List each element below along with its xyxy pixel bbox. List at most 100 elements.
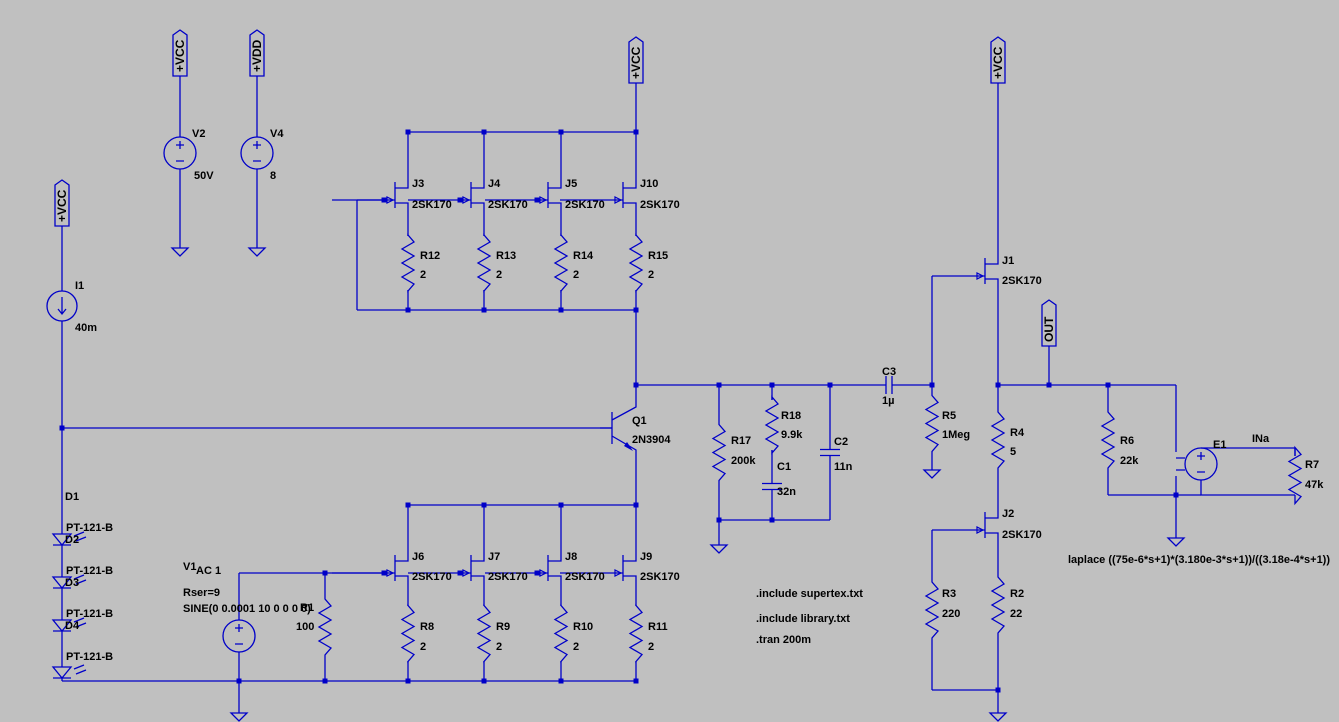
ground-symbol — [1166, 530, 1186, 547]
resistor-r4 — [990, 400, 1006, 480]
jfet-j3 — [332, 179, 409, 213]
jfet-j6 — [332, 552, 409, 585]
component-value: PT-121-B — [66, 608, 113, 620]
spice-directive: .tran 200m — [756, 634, 811, 646]
jfet-j5 — [485, 179, 562, 213]
component-name: V2 — [192, 128, 205, 140]
junction-dot — [481, 678, 487, 684]
component-value: 2SK170 — [488, 571, 528, 583]
component-value: 2SK170 — [488, 199, 528, 211]
jfet-j2 — [932, 505, 999, 541]
junction-dot — [633, 678, 639, 684]
jfet-j10 — [560, 179, 637, 213]
component-value: 2 — [420, 641, 426, 653]
junction-dot — [558, 307, 564, 313]
capacitor-c3 — [870, 376, 908, 394]
voltage-controlled-source-e1 — [1176, 447, 1218, 481]
junction-dot — [769, 517, 775, 523]
component-name: R8 — [420, 621, 434, 633]
vcc-flag: +VCC — [628, 36, 644, 84]
component-value: 2 — [648, 269, 654, 281]
out-flag: OUT — [1041, 299, 1057, 347]
resistor-r3 — [924, 575, 940, 645]
component-name: R18 — [781, 410, 801, 422]
component-name: D3 — [65, 577, 79, 589]
component-value: 1Meg — [942, 429, 970, 441]
component-value: 2SK170 — [640, 571, 680, 583]
resistor-r17 — [711, 385, 727, 520]
junction-dot — [558, 678, 564, 684]
vcc-flag-label: +VCC — [55, 189, 69, 222]
current-source-i1 — [46, 290, 78, 322]
component-name: R11 — [648, 621, 668, 633]
ground-symbol — [988, 705, 1008, 722]
voltage-source-v4 — [240, 136, 274, 170]
diode-d3 — [51, 591, 87, 634]
junction-dot — [481, 307, 487, 313]
component-name: C2 — [834, 436, 848, 448]
component-value: 2N3904 — [632, 434, 671, 446]
jfet-j9 — [560, 552, 637, 585]
component-value: 2SK170 — [412, 571, 452, 583]
diode-d4 — [51, 634, 87, 681]
component-value: 2SK170 — [565, 571, 605, 583]
component-name: V1 — [183, 561, 196, 573]
junction-dot — [405, 678, 411, 684]
component-value: 47k — [1305, 479, 1324, 491]
component-name: R15 — [648, 250, 668, 262]
component-value: 2 — [496, 269, 502, 281]
resistor-r10 — [553, 603, 569, 664]
ground-symbol — [170, 240, 190, 257]
component-name: C1 — [777, 461, 791, 473]
component-value: PT-121-B — [66, 522, 113, 534]
component-name: J6 — [412, 551, 424, 563]
component-value: 2 — [648, 641, 654, 653]
component-value: 50V — [194, 170, 214, 182]
resistor-r1 — [317, 573, 333, 681]
component-value: 1µ — [882, 395, 894, 407]
spice-directive: .include library.txt — [756, 613, 850, 625]
component-name: R13 — [496, 250, 516, 262]
component-value: 220 — [942, 608, 960, 620]
component-value: 32n — [777, 486, 796, 498]
vdd-flag: +VDD — [249, 29, 265, 77]
ground-symbol — [709, 537, 729, 554]
junction-dot — [405, 307, 411, 313]
component-name: V4 — [270, 128, 284, 140]
vcc-flag: +VCC — [990, 36, 1006, 84]
component-name: Q1 — [632, 415, 647, 427]
component-value: 2SK170 — [640, 199, 680, 211]
jfet-j4 — [408, 179, 485, 213]
component-value: 2SK170 — [565, 199, 605, 211]
component-name: J7 — [488, 551, 500, 563]
resistor-r6 — [1100, 385, 1116, 495]
component-name: R1 — [300, 602, 314, 614]
resistor-r5 — [924, 385, 940, 462]
component-value: Rser=9 — [183, 587, 220, 599]
component-name: J2 — [1002, 508, 1014, 520]
component-value: AC 1 — [196, 565, 221, 577]
voltage-source-v1 — [222, 619, 256, 653]
diode-d2 — [51, 548, 87, 591]
component-name: J9 — [640, 551, 652, 563]
component-value: 2SK170 — [1002, 275, 1042, 287]
component-value: 11n — [834, 461, 853, 473]
component-name: R9 — [496, 621, 510, 633]
vcc-flag: +VCC — [54, 179, 70, 227]
component-value: SINE(0 0.0001 10 0 0 0 0) — [183, 603, 311, 615]
vcc-flag-label: +VCC — [991, 46, 1005, 79]
component-value: 40m — [75, 322, 97, 334]
component-name: J8 — [565, 551, 577, 563]
component-name: J1 — [1002, 255, 1014, 267]
jfet-j1 — [932, 252, 999, 288]
component-name: R2 — [1010, 588, 1024, 600]
component-value: 100 — [296, 621, 314, 633]
component-name: R4 — [1010, 427, 1025, 439]
component-name: J3 — [412, 178, 424, 190]
component-value: 22 — [1010, 608, 1022, 620]
component-name: R5 — [942, 410, 956, 422]
component-name: E1 — [1213, 439, 1226, 451]
jfet-j7 — [408, 552, 485, 585]
